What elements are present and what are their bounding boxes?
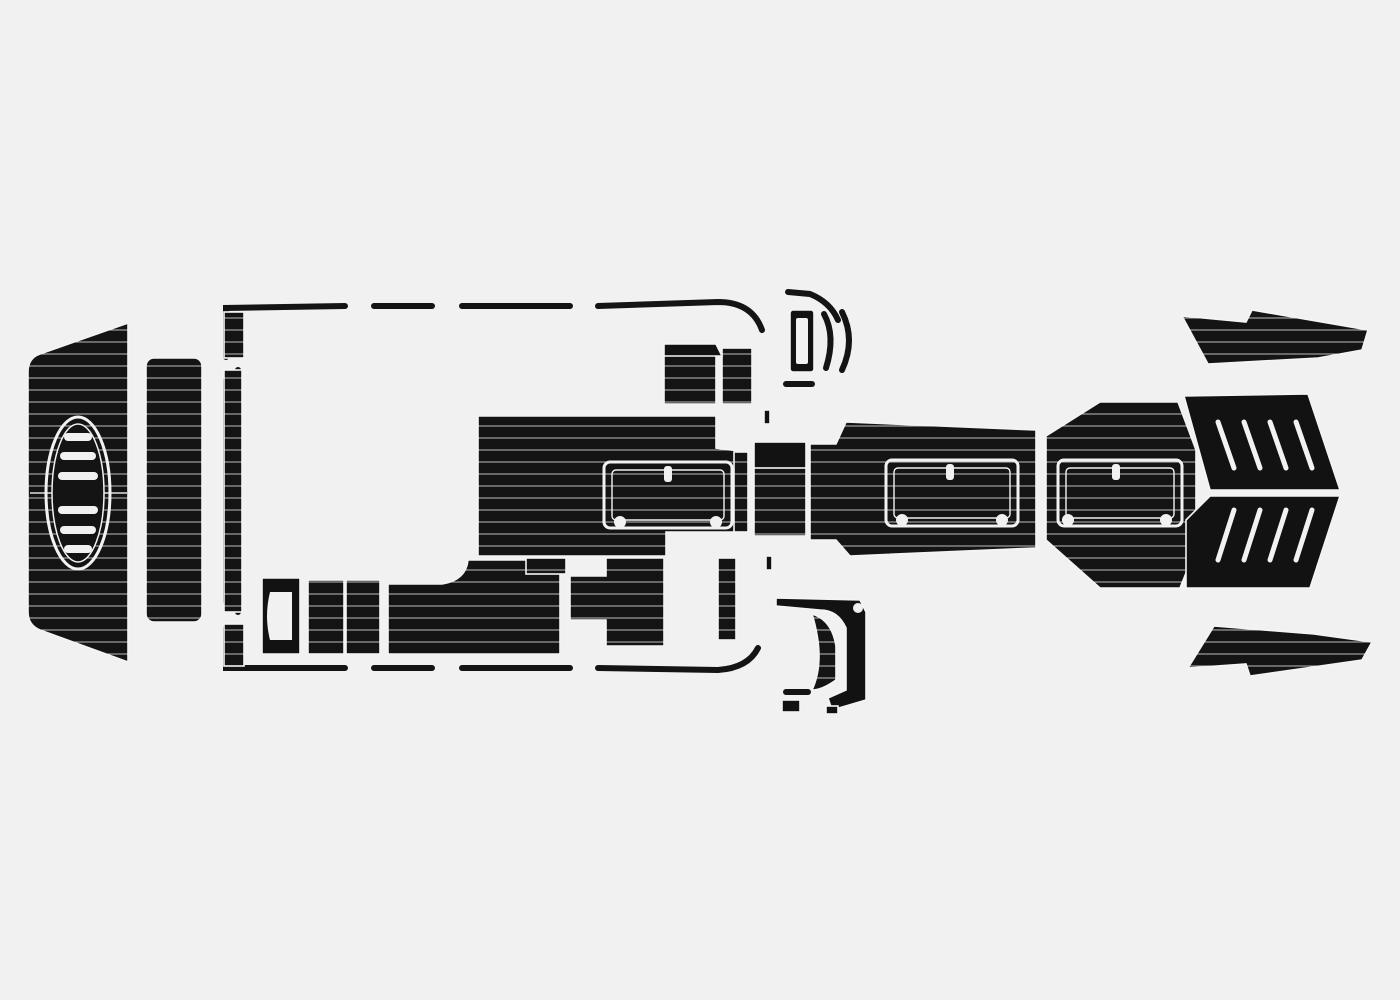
hatch-grab-slots <box>58 433 98 553</box>
transom-side-pads <box>223 311 245 667</box>
gunwale-pad-port <box>1186 625 1374 677</box>
bow-sundeck-pad <box>1182 393 1342 589</box>
seat-base-pad <box>775 597 867 715</box>
hatch-trim-pieces <box>763 289 852 425</box>
bow-forward-pad <box>1045 401 1197 589</box>
gunwale-pad-starboard <box>1180 309 1370 365</box>
center-console-pad <box>717 441 807 641</box>
bow-walkway <box>809 421 1037 557</box>
drainage-slots <box>1215 419 1315 563</box>
cockpit-floor-main <box>477 415 749 557</box>
cockpit-floor-aft <box>261 557 665 655</box>
platform-step-pad <box>145 357 203 623</box>
swim-platform <box>27 321 129 664</box>
helm-pads <box>663 343 753 405</box>
